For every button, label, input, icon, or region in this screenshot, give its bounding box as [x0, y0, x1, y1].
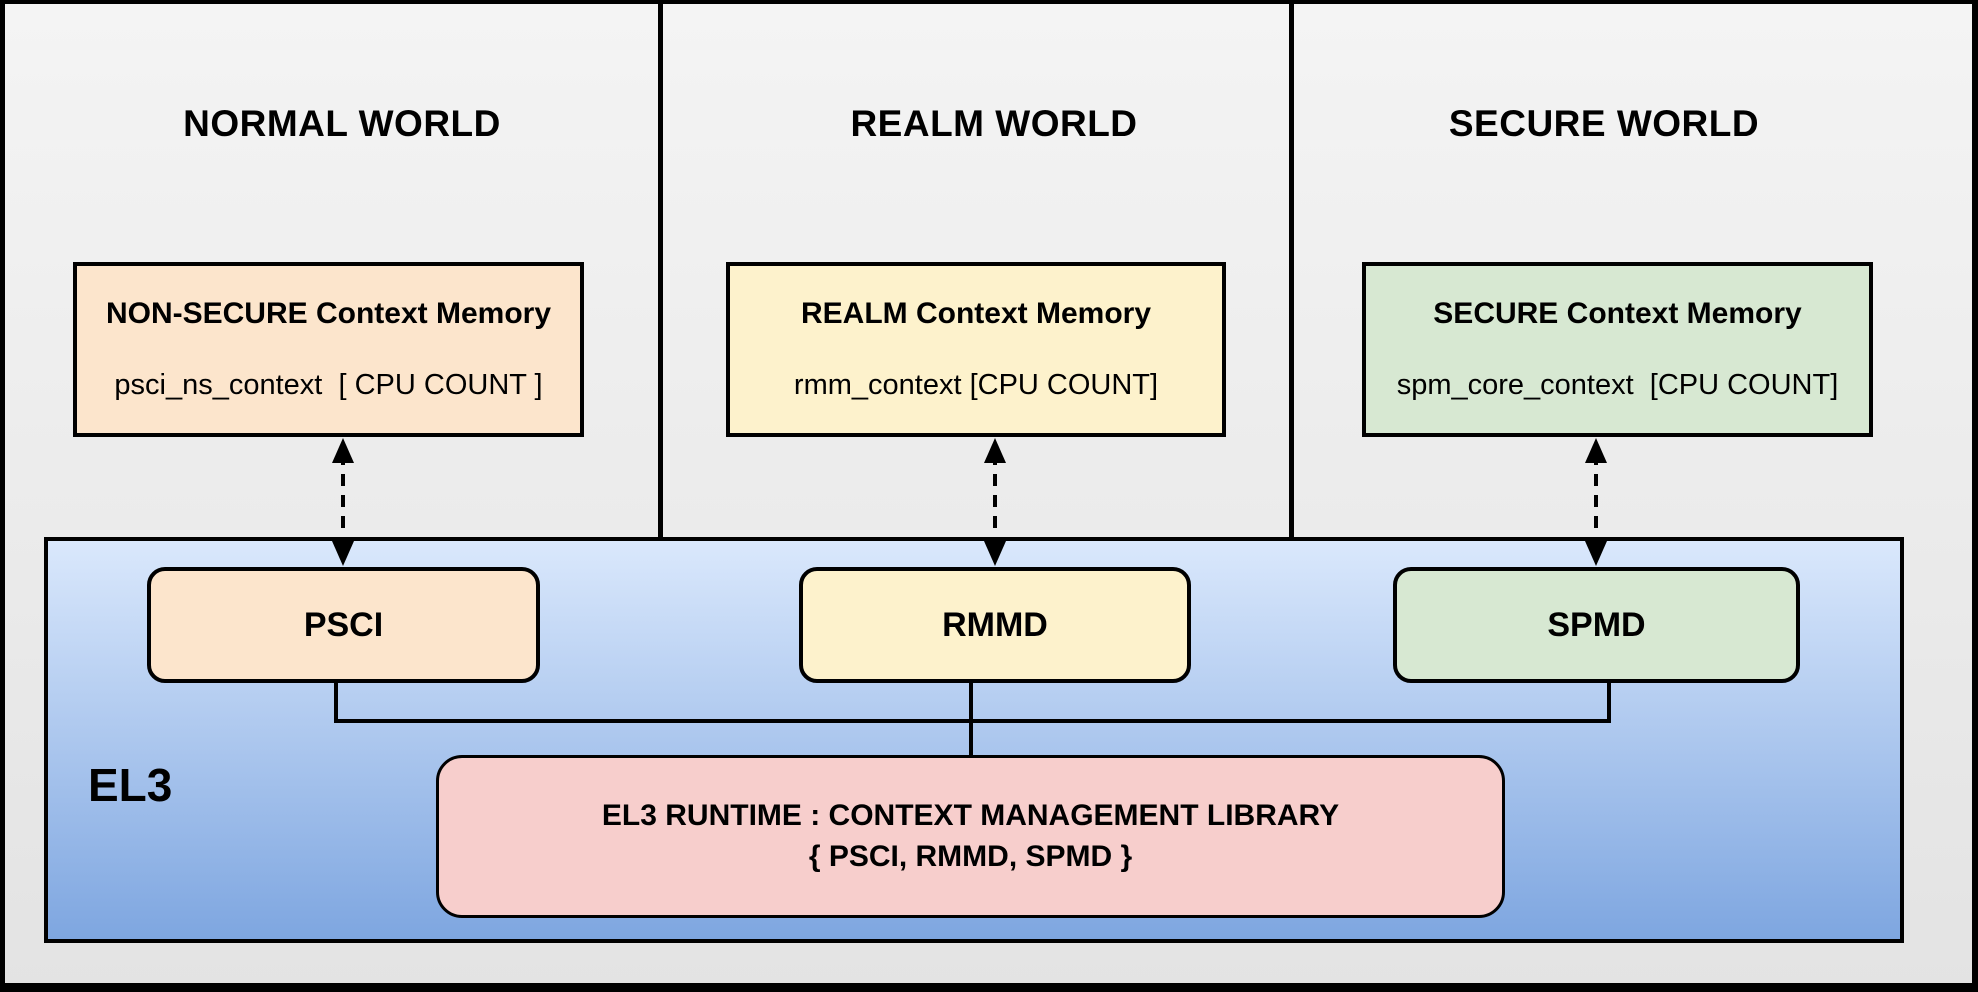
realm-context-memory-box: REALM Context Memory rmm_context [CPU CO…	[726, 262, 1226, 437]
el3-runtime-library-box: EL3 RUNTIME : CONTEXT MANAGEMENT LIBRARY…	[436, 755, 1505, 918]
arrow-down-icon	[984, 541, 1006, 566]
world-divider-normal-realm	[658, 0, 663, 537]
secure-context-memory-detail: spm_core_context [CPU COUNT]	[1396, 369, 1839, 401]
bidirectional-arrow-normal	[332, 438, 354, 566]
non-secure-context-memory-detail: psci_ns_context [ CPU COUNT ]	[114, 369, 543, 401]
bidirectional-arrow-realm	[984, 438, 1006, 566]
el3-runtime-library-line2: { PSCI, RMMD, SPMD }	[808, 840, 1133, 873]
realm-context-memory-title: REALM Context Memory	[800, 297, 1152, 330]
non-secure-context-memory-box: NON-SECURE Context Memory psci_ns_contex…	[73, 262, 584, 437]
world-divider-realm-secure	[1289, 0, 1294, 537]
bidirectional-arrow-secure	[1585, 438, 1607, 566]
arrow-down-icon	[332, 541, 354, 566]
psci-box: PSCI	[147, 567, 540, 683]
normal-world-title: NORMAL WORLD	[183, 103, 501, 144]
realm-context-memory-detail: rmm_context [CPU COUNT]	[793, 369, 1159, 401]
dispatcher-bus-connector	[334, 683, 1611, 757]
arrow-up-icon	[984, 438, 1006, 463]
secure-context-memory-title: SECURE Context Memory	[1433, 297, 1802, 330]
secure-context-memory-box: SECURE Context Memory spm_core_context […	[1362, 262, 1873, 437]
el3-runtime-library-line1: EL3 RUNTIME : CONTEXT MANAGEMENT LIBRARY	[601, 799, 1340, 832]
arrow-up-icon	[332, 438, 354, 463]
secure-world-title: SECURE WORLD	[1448, 103, 1760, 144]
realm-world-title: REALM WORLD	[850, 103, 1138, 144]
arrow-down-icon	[1585, 541, 1607, 566]
el3-label: EL3	[88, 759, 173, 811]
non-secure-context-memory-title: NON-SECURE Context Memory	[105, 297, 552, 330]
rmmd-box: RMMD	[799, 567, 1191, 683]
spmd-box: SPMD	[1393, 567, 1800, 683]
arrow-up-icon	[1585, 438, 1607, 463]
